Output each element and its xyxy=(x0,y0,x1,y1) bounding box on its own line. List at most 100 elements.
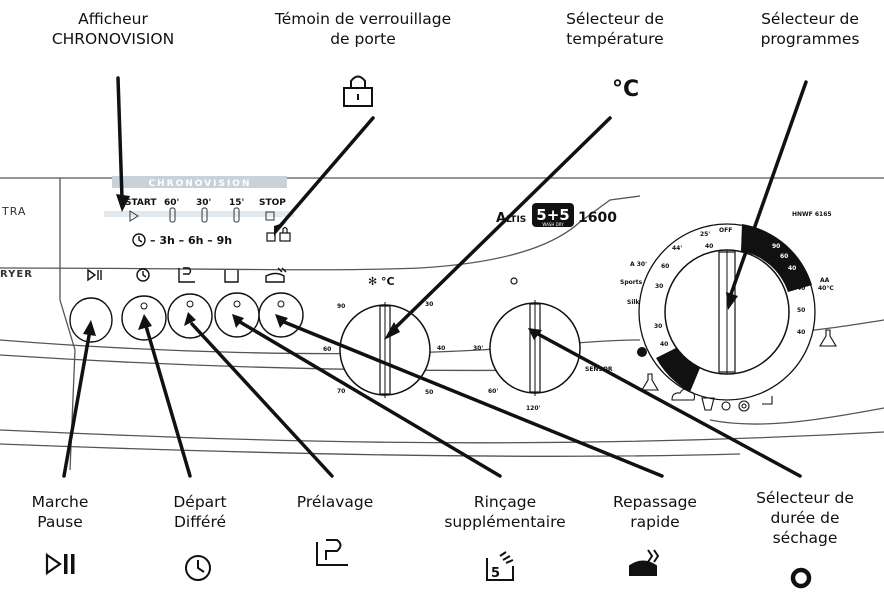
program-dark-segment-bottom xyxy=(656,348,700,392)
panel-extra-rinse-icon xyxy=(224,270,239,283)
door-lock-indicator-panel xyxy=(266,226,291,242)
arrow-extra-rinse xyxy=(238,320,502,478)
dry-tick-120: 120' xyxy=(526,405,541,412)
arrow-start-pause xyxy=(62,328,92,478)
program-num-5: 30 xyxy=(654,323,662,330)
play-pause-icon xyxy=(45,552,75,576)
chronovision-display: CHRONOVISION START 60' 30' 15' STOP – 3h… xyxy=(104,176,294,247)
prewash-icon xyxy=(316,539,348,566)
svg-text:ALTIS: ALTIS xyxy=(496,211,526,226)
program-knob[interactable]: OFF AA 40°C Sports Silk A 30' 90 60 40 4… xyxy=(620,223,837,412)
label-start-pause: Marche Pause xyxy=(10,492,110,532)
chrono-led-30 xyxy=(201,207,208,223)
arrow-programs xyxy=(729,80,808,296)
chrono-start-triangle xyxy=(129,210,139,222)
temp-mark-text: ✻ °C xyxy=(368,275,395,288)
label-delay-start: Départ Différé xyxy=(145,492,255,532)
label-prewash-line1: Prélavage xyxy=(296,493,374,511)
spin-speed-text: 1600 xyxy=(578,210,617,226)
label-programs-line1: Sélecteur de xyxy=(761,10,859,28)
program-num-0: 90 xyxy=(772,243,780,250)
arrow-quick-iron xyxy=(282,320,664,478)
chrono-step-60: 60' xyxy=(164,198,179,208)
chronovision-band-text: CHRONOVISION xyxy=(149,179,252,189)
arrow-prewash xyxy=(190,322,334,478)
label-dry-time-line1: Sélecteur de xyxy=(756,489,854,507)
dry-sensor-text: SENSOR xyxy=(585,366,613,373)
label-extra-rinse-line1: Rinçage xyxy=(473,493,537,511)
label-programs-line2: programmes xyxy=(760,30,860,48)
arrow-dry-time xyxy=(536,332,802,478)
arrowhead-prewash xyxy=(184,312,196,326)
program-wool-icon xyxy=(721,401,731,411)
program-flask-icon xyxy=(819,329,837,347)
brand-dryer-text: RYER xyxy=(0,269,33,280)
delay-clock-small-icon xyxy=(132,233,146,247)
temp-tick-90: 90 xyxy=(337,303,345,310)
chronovision-band xyxy=(112,176,287,188)
callout-arrowheads xyxy=(83,194,738,340)
chronovision-track xyxy=(104,211,294,217)
program-iron-icon xyxy=(762,396,773,405)
dry-tick-30: 30' xyxy=(473,345,483,352)
drying-time-knob[interactable]: 30' 60' 120' SENSOR xyxy=(473,277,613,412)
label-door-lock: Témoin de verrouillage de porte xyxy=(258,9,468,49)
panel-quick-iron-icon xyxy=(265,267,287,283)
dry-off-icon xyxy=(510,277,518,285)
dry-tick-60: 60' xyxy=(488,388,498,395)
program-num-6: 40 xyxy=(660,341,668,348)
chrono-led-60 xyxy=(169,207,176,223)
program-num-1: 60 xyxy=(780,253,788,260)
label-dry-time-line2: durée de xyxy=(770,509,840,527)
program-word-silk: Silk xyxy=(627,299,640,306)
label-start-pause-line1: Marche xyxy=(31,493,89,511)
arrowhead-programs xyxy=(726,292,738,310)
label-programs: Sélecteur de programmes xyxy=(740,9,880,49)
label-chronovision-line1: Afficheur xyxy=(78,10,148,28)
label-door-lock-line2: de porte xyxy=(330,30,396,48)
capacity-badge xyxy=(532,203,574,227)
program-word-a30: A 30' xyxy=(630,261,647,268)
program-num-8: 40 xyxy=(797,329,805,336)
label-chronovision-line2: CHRONOVISION xyxy=(51,30,175,48)
model-text: HNWF 6165 xyxy=(792,211,832,218)
arrowhead-start-pause xyxy=(83,320,96,336)
program-dark-segment-top xyxy=(741,224,812,292)
brand-initial: A xyxy=(496,211,506,226)
quick-iron-button[interactable] xyxy=(258,292,304,338)
capacity-sub-text: WASH DRY xyxy=(542,222,564,227)
program-num-2: 40 xyxy=(788,265,796,272)
program-num-9: 40 xyxy=(705,243,713,250)
program-tub-icon xyxy=(701,397,715,411)
arrowhead-door-lock xyxy=(274,222,286,236)
clock-icon xyxy=(185,555,211,581)
label-temperature: Sélecteur de température xyxy=(540,9,690,49)
delay-times-text: – 3h – 6h – 9h xyxy=(150,234,232,247)
program-flask-icon-2 xyxy=(641,373,659,391)
label-start-pause-line2: Pause xyxy=(37,513,83,531)
chrono-step-stop: STOP xyxy=(259,198,286,208)
program-num-3: 40 xyxy=(797,285,805,292)
temp-tick-40: 40 xyxy=(437,345,445,352)
program-num-11: 44' xyxy=(672,245,682,252)
label-prewash: Prélavage xyxy=(280,492,390,512)
program-drop-icon xyxy=(637,347,647,357)
callout-arrows xyxy=(62,76,808,478)
temperature-unit-icon: °C xyxy=(612,77,639,102)
label-extra-rinse-line2: supplémentaire xyxy=(444,513,566,531)
arrowhead-extra-rinse xyxy=(232,314,244,328)
program-aa-sub-text: 40°C xyxy=(818,285,834,292)
program-num-7: 50 xyxy=(797,307,805,314)
temp-tick-50: 50 xyxy=(425,389,433,396)
extra-rinse-icon-digit: 5 xyxy=(491,566,500,581)
program-num-12: 25' xyxy=(700,231,710,238)
chrono-step-15: 15' xyxy=(229,198,244,208)
arrowhead-chronovision xyxy=(116,194,130,212)
extra-rinse-icon xyxy=(486,551,514,581)
capacity-text: 5+5 xyxy=(536,206,569,224)
brand-left-text: TRA xyxy=(1,205,26,218)
brand-badge: ALTIS 5+5 WASH DRY 1600 HNWF 6165 xyxy=(496,203,832,227)
quick-iron-icon xyxy=(629,549,660,576)
label-temperature-line1: Sélecteur de xyxy=(566,10,664,28)
